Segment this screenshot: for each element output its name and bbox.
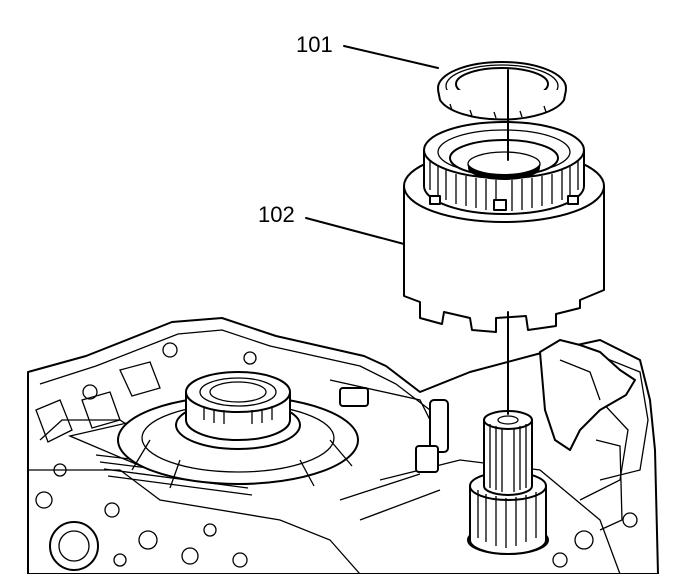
callout-label-102: 102	[258, 202, 295, 227]
snap-ring-101	[437, 61, 567, 121]
center-support	[117, 371, 359, 489]
bolt-holes	[35, 342, 257, 571]
callout-101: 101	[296, 32, 439, 69]
hub-splines	[429, 160, 579, 211]
input-shaft	[467, 410, 549, 555]
callout-102: 102	[258, 202, 405, 245]
clutch-housing-102	[403, 121, 605, 333]
callout-label-101: 101	[296, 32, 333, 57]
